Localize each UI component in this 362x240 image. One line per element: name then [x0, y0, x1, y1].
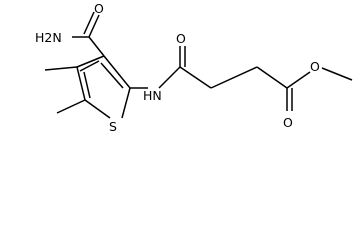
- atom-amide-o: O: [94, 1, 104, 16]
- bond-ester-c-o-single: [286, 71, 311, 89]
- bond-c5-methyl: [56, 99, 86, 114]
- atom-ester-o-single: O: [310, 59, 320, 74]
- atom-ring-s: S: [109, 119, 117, 134]
- bond-s-c2: [121, 87, 131, 119]
- bond-ch2-ester-c: [256, 66, 288, 89]
- bond-c4-c5-double: [83, 71, 91, 99]
- bond-amide-c-ring: [88, 36, 105, 57]
- bond-amide-c-o: [88, 14, 100, 38]
- molecule-diagram: H2N O HN S O O O: [35, 1, 353, 134]
- bond-ch2-ch2: [210, 66, 258, 89]
- bond-c4-c5: [76, 66, 86, 101]
- bond-c3-c4-double: [79, 60, 100, 72]
- atom-labels: H2N O HN S O O O: [35, 1, 320, 134]
- bond-carbonyl-ch2: [179, 66, 212, 89]
- bond-c4-methyl: [44, 66, 78, 71]
- atom-amide-nh2: H2N: [35, 30, 62, 45]
- bond-c2-c3-double: [100, 62, 124, 89]
- atom-linker-nh: HN: [143, 88, 162, 103]
- bond-c2-c3: [103, 55, 131, 89]
- bond-ester-o-methyl: [321, 67, 353, 81]
- bond-c5-s: [84, 99, 111, 119]
- bond-c3-c4: [76, 55, 105, 68]
- bond-nh-carbonyl: [158, 66, 181, 89]
- atom-keto-o: O: [176, 31, 186, 46]
- atom-ester-o-double: O: [283, 115, 293, 130]
- bond-amide-c-o-double: [83, 11, 95, 35]
- bonds: [44, 11, 353, 119]
